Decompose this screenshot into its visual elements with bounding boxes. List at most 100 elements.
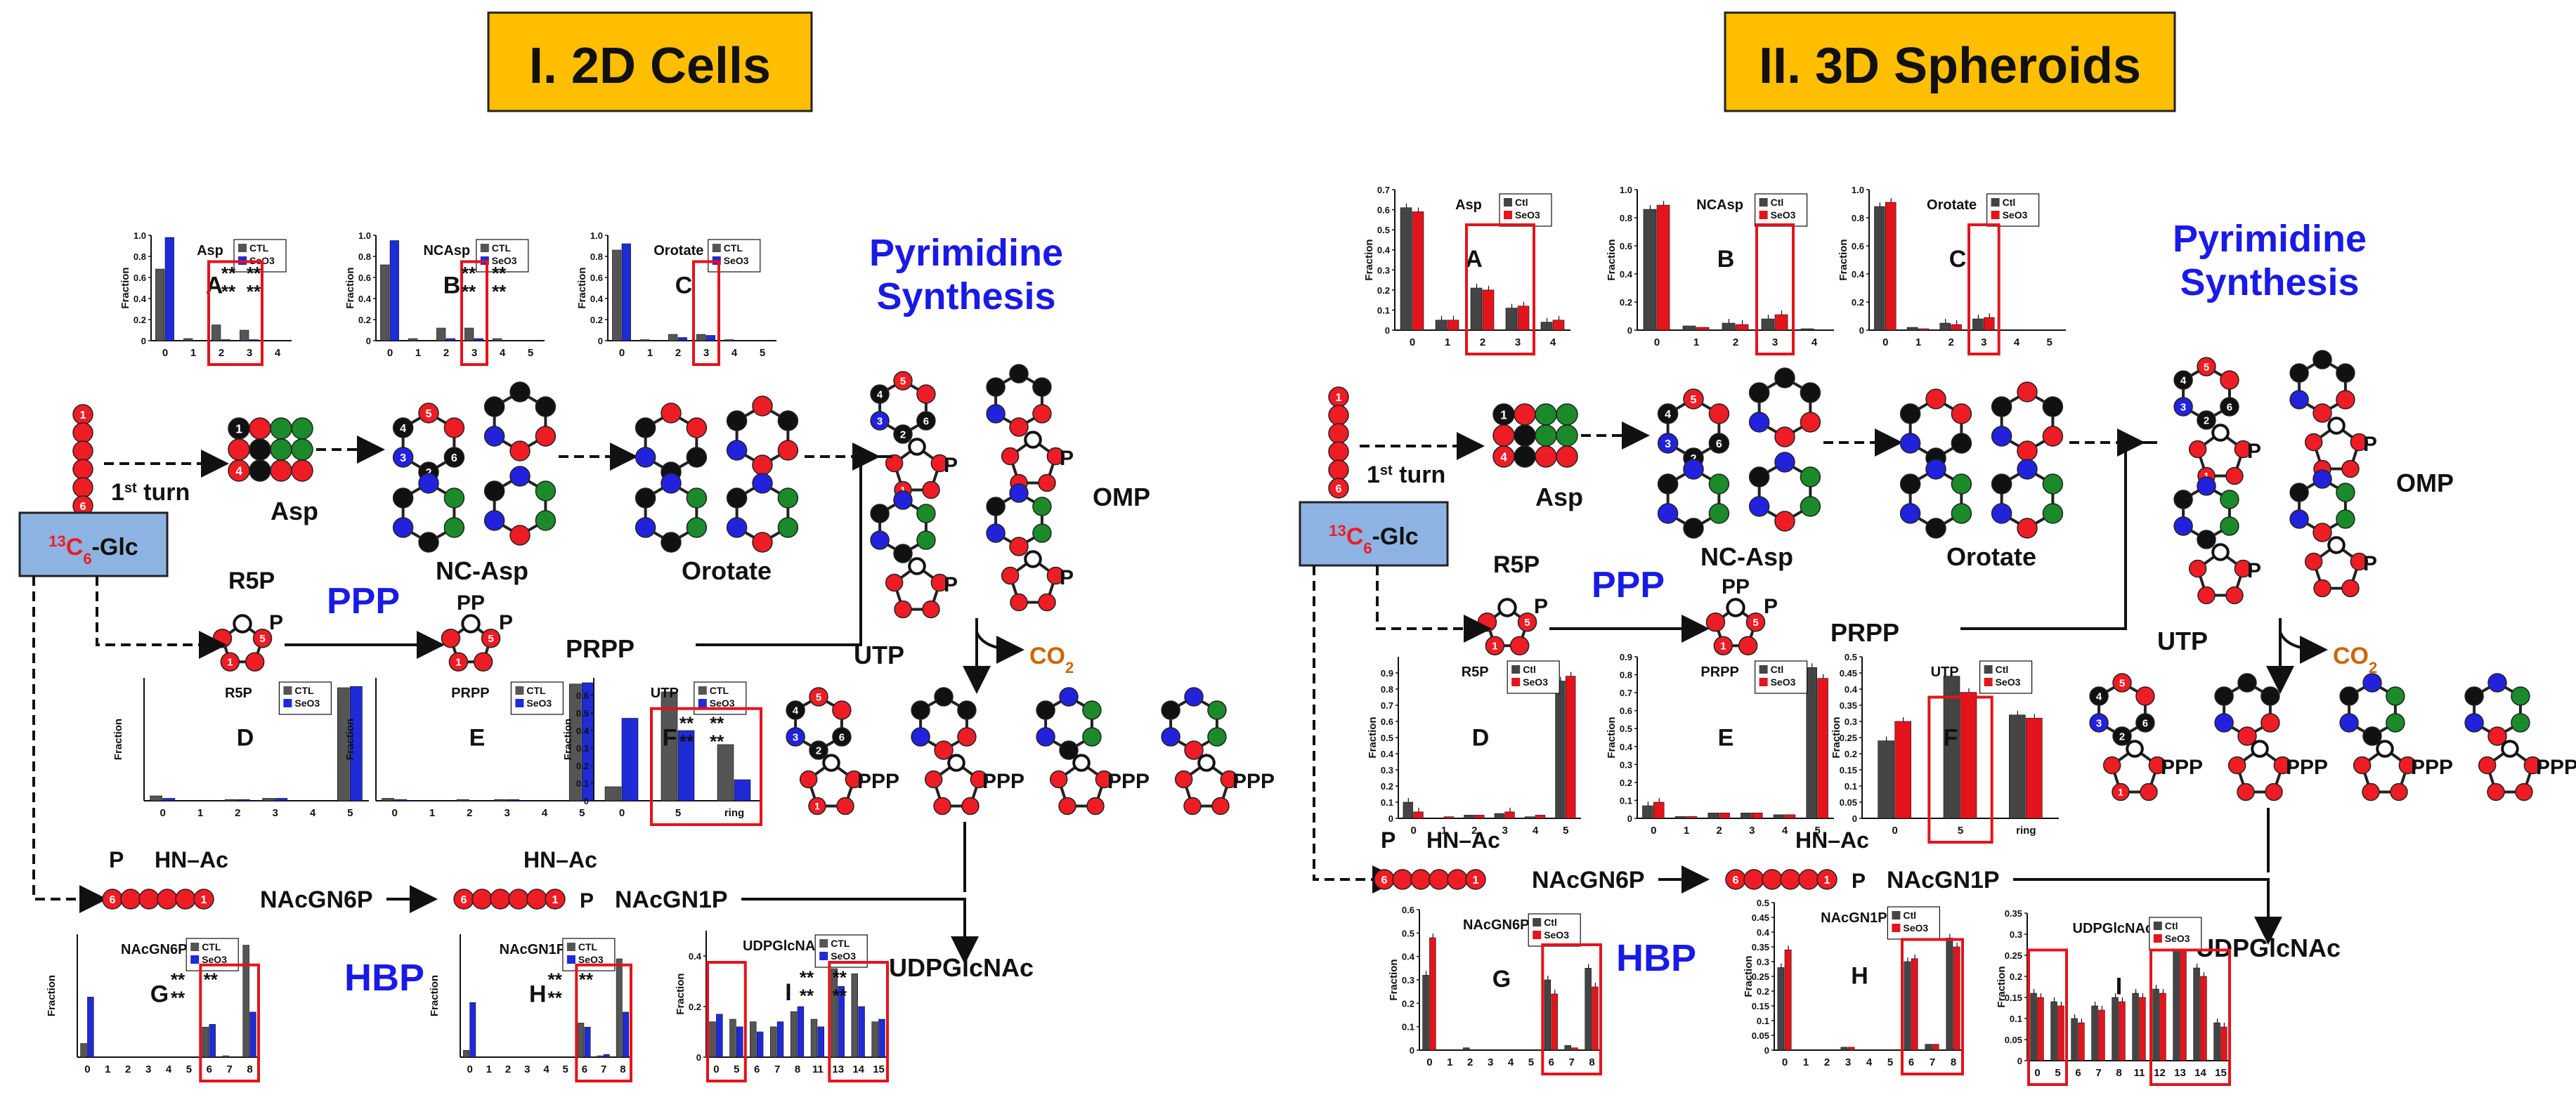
ribose-atom: [2237, 783, 2255, 801]
ribose-atom: [2362, 783, 2380, 801]
omp-phosphate: P: [944, 454, 958, 477]
atom-circle: [1184, 687, 1204, 707]
atom-circle: [2102, 756, 2121, 775]
ring-atom: 4: [786, 700, 805, 720]
chart-bar: [623, 1011, 629, 1058]
atom-circle: [2336, 509, 2355, 529]
chart-bar: [1674, 816, 1686, 819]
chart-legend-ctl: Ctl: [1996, 664, 2009, 675]
chart-significance: **: [221, 281, 236, 302]
pyrimidine-line1: Pyrimidine: [869, 232, 1063, 274]
chart-bar: [1551, 993, 1558, 1051]
atom-number: 5: [1524, 617, 1530, 629]
atom-circle: [448, 652, 469, 672]
ring-atom: [1925, 518, 1946, 539]
first-turn-text: turn: [137, 479, 190, 506]
chart-xtick-label: 5: [528, 347, 533, 359]
atom-circle: [443, 417, 465, 438]
atom-circle: [1991, 503, 2012, 524]
utp-ribose: 1: [2102, 740, 2167, 801]
ribose-atom: [473, 652, 493, 672]
atom-circle: [686, 487, 708, 509]
nacgn6p-atom: [1392, 869, 1413, 890]
chart-ylabel: Fraction: [1363, 239, 1375, 280]
chart-ylabel: Fraction: [562, 719, 574, 760]
chart-ytick-label: 0.4: [1845, 684, 1858, 695]
atom-number: 1: [814, 801, 820, 812]
chart-bar: [209, 1024, 216, 1058]
chart-bar: [810, 1019, 818, 1058]
chart-xtick-label: 1: [1803, 1056, 1809, 1068]
chart-bar: [1585, 968, 1592, 1051]
chart-xtick-label: 5: [1887, 1056, 1893, 1068]
chart-xtick-label: 4: [1508, 1056, 1514, 1068]
ribose-atom: [845, 770, 864, 789]
asp-label: Asp: [1535, 483, 1583, 511]
panel-title-box: [487, 11, 813, 112]
ring-atom: [1899, 403, 1921, 424]
utp-triphosphate: PPP: [857, 770, 899, 793]
ring-atom: [535, 510, 557, 531]
atom-circle: [418, 473, 439, 494]
atom-circle: [1174, 770, 1193, 789]
chart-legend-swatch: [1533, 931, 1542, 939]
ring-atom: [2289, 509, 2309, 529]
arrow-glc-hbp: [32, 576, 108, 913]
ring-atom: [2260, 713, 2280, 733]
atom-circle: [2214, 686, 2234, 706]
atom-circle: [777, 487, 799, 509]
chart-bar: [242, 945, 249, 1058]
asp-atom: [291, 417, 313, 440]
atom-circle: [893, 490, 913, 510]
chart-ytick-label: 0: [366, 336, 371, 346]
ring-atom: [2260, 686, 2280, 706]
chart-xtick-label: 0: [1882, 336, 1888, 348]
chart-legend-ctl: CTL: [831, 938, 850, 949]
chart-title: Orotate: [653, 243, 703, 258]
ribose-atom: [930, 454, 949, 473]
chart-letter: A: [1465, 246, 1483, 273]
omp-base: [870, 490, 936, 563]
chart-significance: **: [171, 969, 186, 990]
ribose-atom: [2265, 783, 2283, 801]
atom-circle: [661, 473, 682, 494]
ribose-atom: [1509, 636, 1530, 656]
atom-circle: [2487, 673, 2507, 693]
atom-circle: [2197, 530, 2216, 549]
chart-significance: **: [710, 713, 724, 734]
ring-oxygen: [908, 557, 926, 575]
atom-circle: [1032, 377, 1052, 397]
chart-bar: [1464, 815, 1474, 819]
atom-number: 5: [1691, 393, 1697, 406]
chart-ytick-label: 0.9: [1381, 668, 1393, 679]
ring-atom: [1951, 403, 1972, 424]
chart-bar: [1946, 938, 1953, 1051]
atom-circle: [2173, 490, 2193, 509]
atom-circle: [1657, 473, 1679, 495]
atom-number: 5: [259, 633, 265, 645]
chart-xtick-label: 8: [620, 1063, 625, 1075]
atom-circle: [545, 889, 566, 910]
atom-circle: [893, 371, 913, 391]
arrow-udpglcnac: [2013, 878, 2282, 945]
chart-bar: [87, 997, 94, 1058]
atom-circle: [934, 740, 954, 760]
chart-ytick-label: 0.8: [1852, 213, 1864, 223]
atom-circle: [2312, 469, 2332, 489]
ring-atom: [2173, 490, 2193, 509]
nacgn6p-atom: [1410, 869, 1431, 890]
omp-phosphate: P: [1060, 566, 1074, 589]
atom-number: 1: [900, 485, 906, 496]
chart-ylabel: Fraction: [344, 719, 356, 760]
chart-bar: [1840, 1047, 1848, 1051]
chart-xtick-label: 5: [675, 807, 681, 819]
glucose-atom: [1328, 423, 1349, 444]
ribose-atom: [245, 652, 265, 672]
chart-ytick-label: 0.6: [1402, 905, 1414, 915]
ring-atom: [392, 487, 414, 509]
chart-bar: [1878, 740, 1894, 819]
atom-circle: [930, 573, 949, 592]
chart-xtick-label: 7: [1930, 1056, 1935, 1068]
